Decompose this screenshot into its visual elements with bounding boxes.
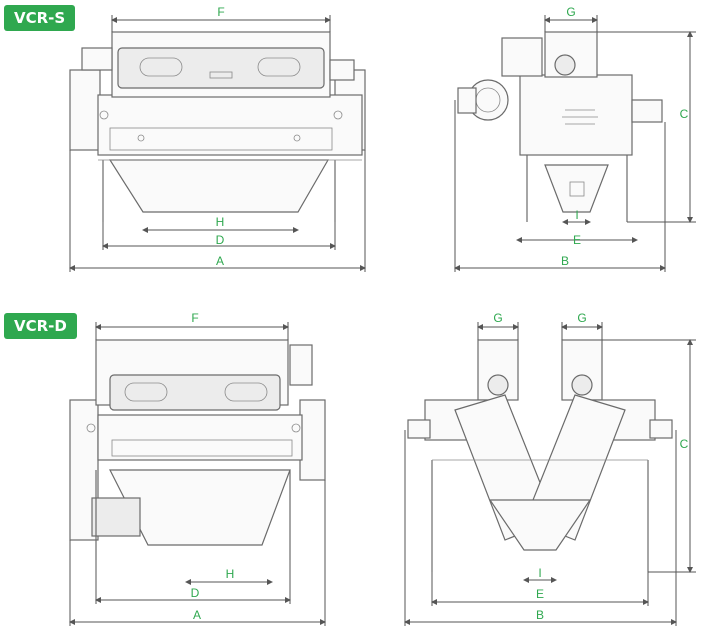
- dim-label-a: A: [216, 254, 224, 268]
- dim-label-e: E: [573, 233, 581, 247]
- vcr-s-side-dimensions: G C I E B: [454, 5, 696, 272]
- vcr-s-front-view: [69, 31, 366, 222]
- vcr-d-front-dimensions: F H D A: [69, 311, 326, 626]
- dim-label-h-d: H: [226, 567, 235, 581]
- dim-label-g1-d: G: [493, 311, 502, 325]
- vcr-d-side-view: [407, 339, 673, 572]
- dim-label-c: C: [680, 107, 689, 121]
- dim-label-d: D: [216, 233, 225, 247]
- dim-label-a-d: A: [193, 608, 201, 622]
- dim-label-f: F: [217, 5, 224, 19]
- dim-label-b-d: B: [536, 608, 544, 622]
- dim-label-i: I: [575, 208, 578, 222]
- vcr-s-front-dimensions: F H D A: [69, 5, 366, 272]
- dim-label-g: G: [566, 5, 575, 19]
- dim-label-d-d: D: [191, 586, 200, 600]
- dim-label-b: B: [561, 254, 569, 268]
- dim-label-c-d: C: [680, 437, 689, 451]
- model-badge-vcr-s: VCR-S: [4, 5, 76, 31]
- dim-label-e-d: E: [536, 587, 544, 601]
- vcr-d-front-view: [69, 339, 326, 560]
- dim-label-g2-d: G: [577, 311, 586, 325]
- dim-label-i-d: I: [538, 566, 541, 580]
- dim-label-f-d: F: [191, 311, 198, 325]
- vcr-d-side-dimensions: G G C I E B: [404, 311, 696, 626]
- vcr-s-side-view: [457, 31, 663, 222]
- model-badge-vcr-d: VCR-D: [4, 313, 77, 339]
- dim-label-h: H: [216, 215, 225, 229]
